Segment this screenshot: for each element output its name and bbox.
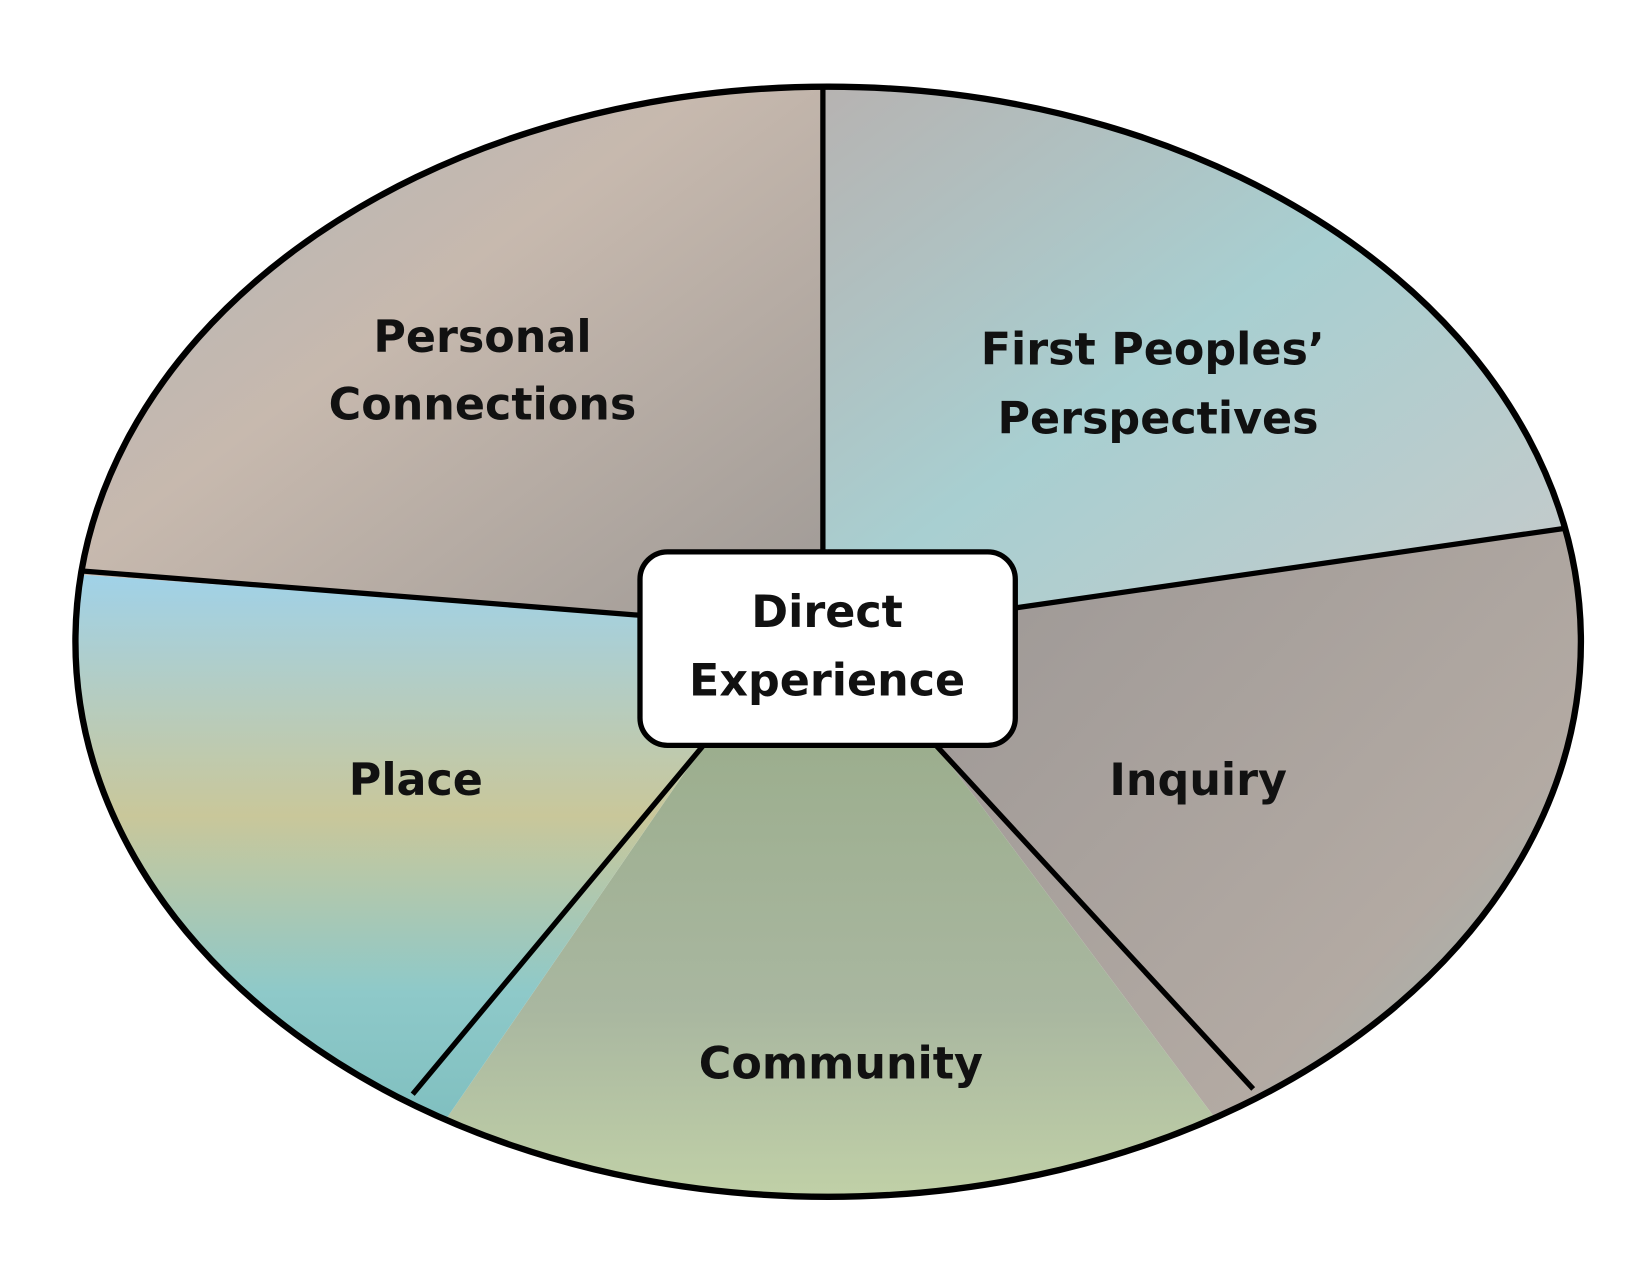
center-box — [637, 549, 1018, 748]
label-place: Place — [349, 755, 483, 806]
label-first-peoples-1: First Peoples’ — [981, 325, 1325, 376]
outer-ellipse — [72, 83, 1585, 1200]
divider-lines — [80, 86, 1564, 1096]
segment-community — [338, 745, 1333, 1197]
label-first-peoples-2: Perspectives — [997, 393, 1318, 444]
label-community: Community — [699, 1038, 983, 1089]
label-inquiry: Inquiry — [1109, 755, 1287, 806]
label-personal-connections-2: Connections — [329, 380, 637, 431]
center-label-1: Direct — [751, 587, 903, 638]
label-personal-connections-1: Personal — [373, 312, 591, 363]
center-label-2: Experience — [689, 656, 965, 707]
